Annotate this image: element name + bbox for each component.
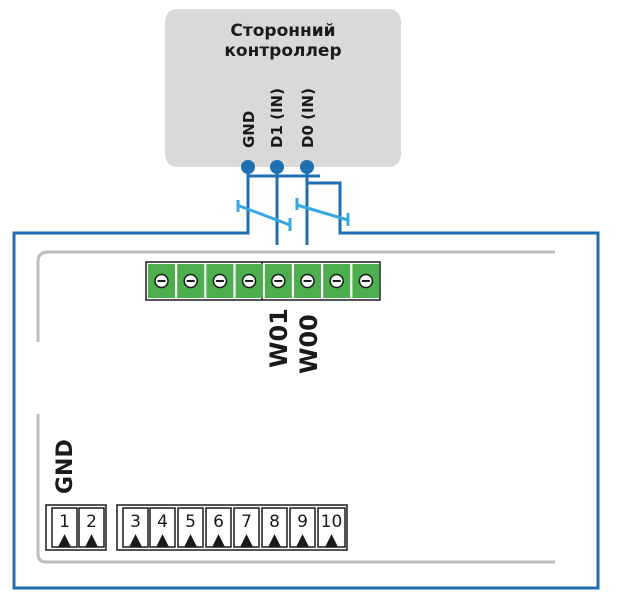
pin-number: 9 — [297, 512, 308, 532]
pin-marker-icon: ▲ — [129, 530, 143, 550]
pin-marker-icon: ▲ — [85, 530, 99, 550]
pin-cell — [261, 507, 288, 548]
inner-outline-bottom — [36, 414, 555, 564]
bottom-gnd-label: GND — [53, 439, 78, 494]
board-outline — [12, 165, 600, 590]
pin-number: 2 — [86, 512, 97, 532]
pin-cell — [205, 507, 232, 548]
controller-title-line1: Сторонний — [230, 21, 335, 41]
pin-number: 5 — [185, 512, 196, 532]
pin-marker-icon: ▲ — [156, 530, 170, 550]
pin-cell — [122, 507, 149, 548]
pin-cell — [149, 507, 176, 548]
pin-marker-icon: ▲ — [268, 530, 282, 550]
pin-cell — [177, 507, 204, 548]
pin-marker-icon: ▲ — [296, 530, 310, 550]
pin-cell — [233, 507, 260, 548]
pin-cell — [289, 507, 316, 548]
pin-number: 3 — [130, 512, 141, 532]
pin-cell — [78, 507, 105, 548]
pin-number: 1 — [59, 512, 70, 532]
shield-mark-1 — [236, 203, 291, 227]
controller-pin-d0-dot — [300, 160, 314, 174]
pin-cell — [317, 507, 346, 548]
pin-marker-icon: ▲ — [212, 530, 226, 550]
pin-cell — [51, 507, 78, 548]
controller-title-line2: контроллер — [224, 41, 341, 61]
shield-mark-2 — [296, 203, 349, 222]
terminal-label-w01: W01 — [265, 308, 293, 368]
terminal-label-w00: W00 — [295, 314, 323, 374]
pin-marker-icon: ▲ — [58, 530, 72, 550]
bottom-pin-block: 1▲2▲3▲4▲5▲6▲7▲8▲9▲10▲ — [45, 504, 348, 551]
pin-marker-icon: ▲ — [184, 530, 198, 550]
pin-group-1-frame — [45, 504, 107, 551]
terminal-screws — [148, 264, 380, 298]
controller-box — [165, 9, 401, 167]
controller-pin-d0-label: D0 (IN) — [299, 88, 317, 148]
pin-number: 7 — [241, 512, 252, 532]
pin-number: 4 — [157, 512, 168, 532]
controller-pin-d1-label: D1 (IN) — [268, 88, 286, 148]
pin-number: 6 — [213, 512, 224, 532]
controller-pin-d1-dot — [270, 160, 284, 174]
inner-outline-top — [36, 250, 555, 342]
pin-number: 8 — [269, 512, 280, 532]
controller-pin-gnd-label: GND — [240, 111, 258, 148]
pin-group-2-frame — [116, 504, 348, 551]
pin-marker-icon: ▲ — [325, 530, 339, 550]
pin-number: 10 — [321, 512, 343, 532]
controller-pin-gnd-dot — [241, 160, 255, 174]
pin-marker-icon: ▲ — [240, 530, 254, 550]
